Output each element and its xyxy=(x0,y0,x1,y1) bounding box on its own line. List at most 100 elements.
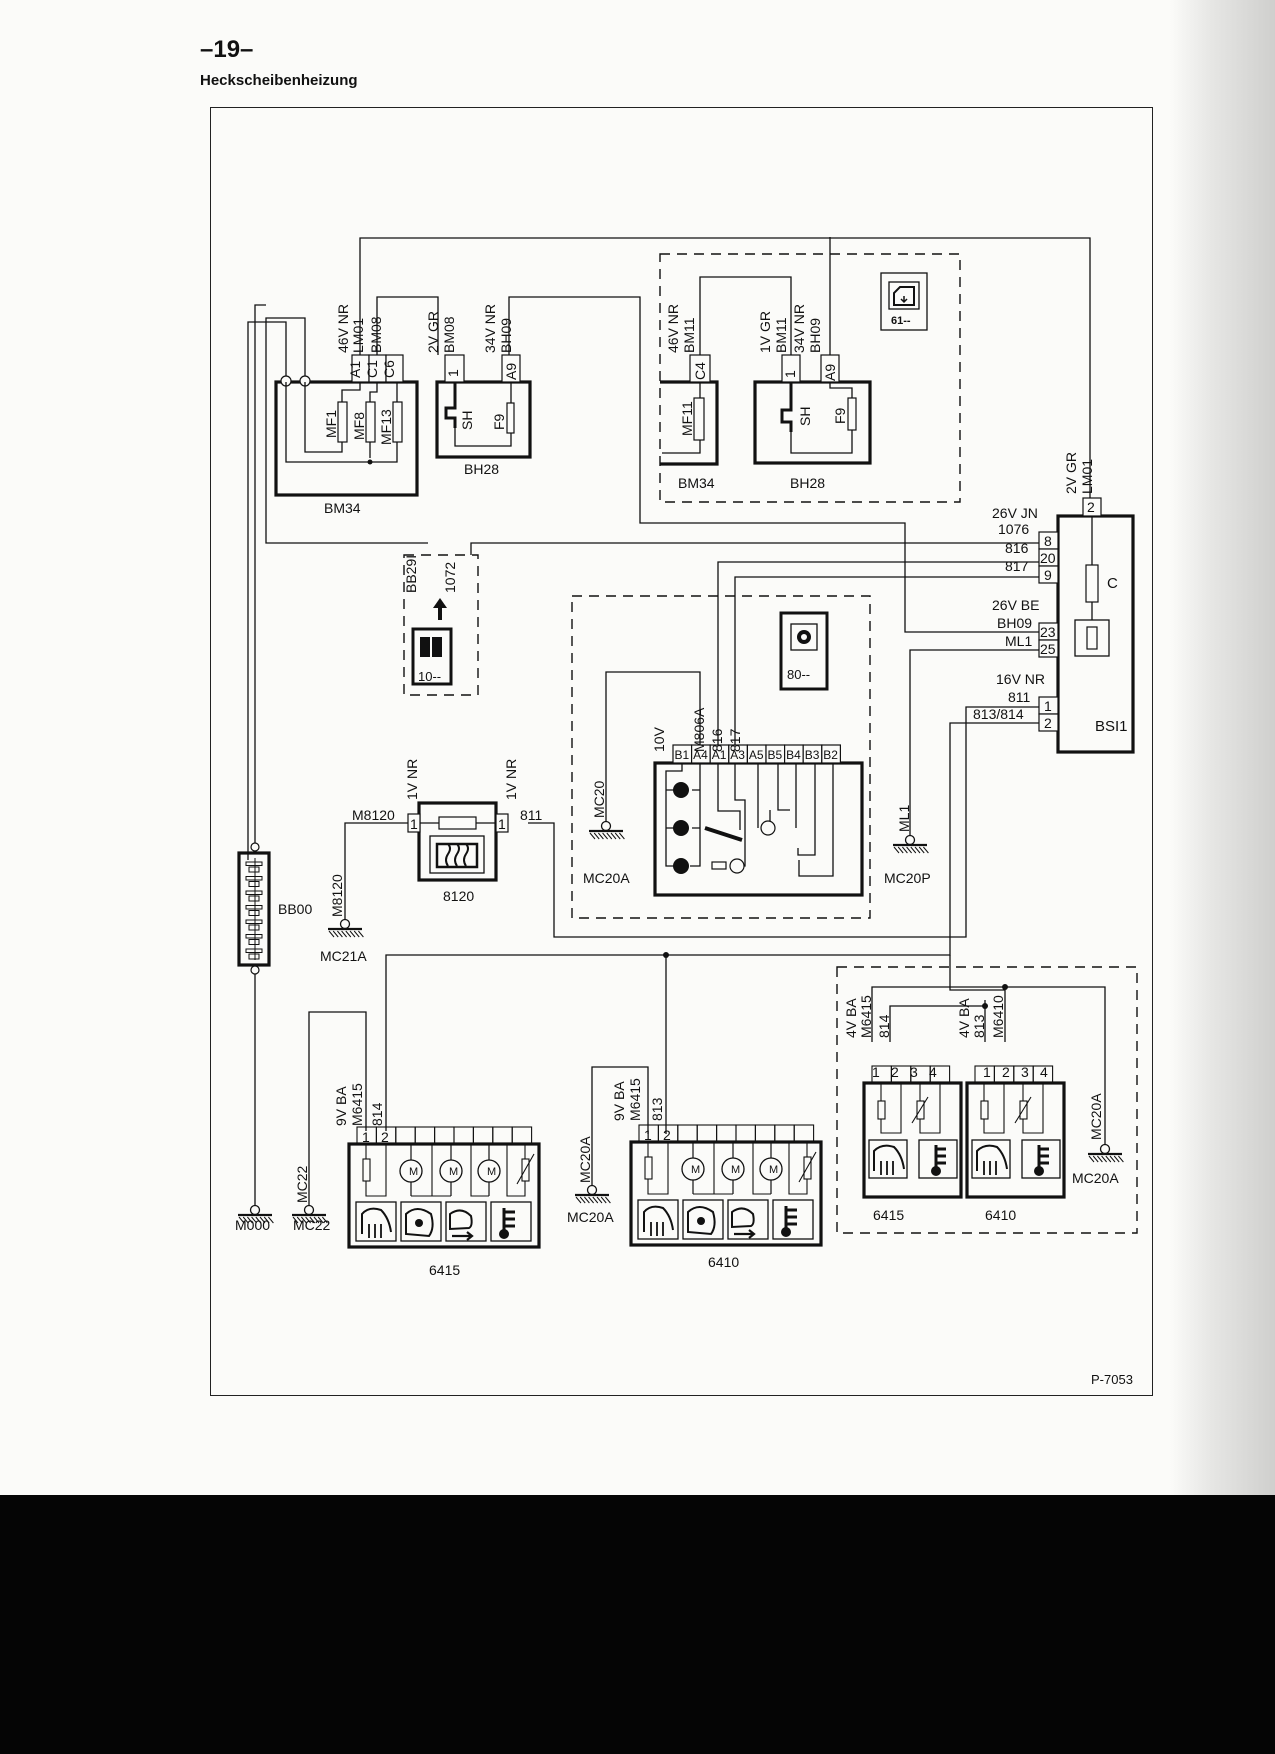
junction-dot xyxy=(663,952,669,958)
ref-box-61[interactable]: 61-- xyxy=(880,272,928,331)
connector-label: M6415 xyxy=(349,1083,365,1126)
resistor-icon xyxy=(362,1158,371,1182)
connector-label: 813 xyxy=(971,1014,987,1038)
mirror-heat-icon xyxy=(637,1199,679,1240)
led-icon xyxy=(729,858,745,874)
wire-label: 26V BE xyxy=(992,597,1039,613)
bsi1-module[interactable]: 2 2V GR LM01 C BSI1 26V JN 8 1076 20 816… xyxy=(973,452,1135,754)
bsi1-pin-row[interactable]: 2 813/814 xyxy=(973,706,1059,732)
pin-label: 1 xyxy=(872,1064,880,1080)
wire-label: 811 xyxy=(520,807,543,823)
fuse-icon xyxy=(1085,564,1099,603)
bsi1-pin-row[interactable]: 1 811 xyxy=(1008,689,1059,715)
mirror-6410[interactable]: 9V BA M6415 813 1 2 6410 M M M xyxy=(611,1078,823,1270)
pin-label: C4 xyxy=(692,362,708,380)
ground-label: MC20P xyxy=(884,870,931,886)
wire-label: 2V GR xyxy=(1063,452,1079,494)
window-lift-icon xyxy=(893,286,915,306)
mirror-small-6410[interactable]: 4V BA 813 M6410 1 2 3 4 6410 xyxy=(956,995,1066,1223)
wire-label: 34V NR xyxy=(791,304,807,353)
pin-label: 20 xyxy=(1040,550,1056,566)
wire-label: 816 xyxy=(709,728,725,752)
ground-label: M000 xyxy=(235,1217,270,1233)
ground-label: MC22 xyxy=(293,1217,331,1233)
lamp-icon xyxy=(673,782,689,798)
rear-window-heater-8120[interactable]: 1 1 1V NR 1V NR M8120 811 M8120 8120 xyxy=(329,759,543,917)
mirror-heat-icon xyxy=(355,1201,397,1242)
wire-813-814 xyxy=(385,722,1054,1131)
bm34-right-module[interactable]: C4 46V NR BM11 MF11 BM34 xyxy=(660,304,719,491)
ground-label: MC20A xyxy=(567,1209,614,1225)
connector-label: 4V BA xyxy=(956,998,972,1038)
fuse-icon xyxy=(693,397,705,441)
pin-label: 3 xyxy=(1021,1064,1029,1080)
bsi1-pin-row[interactable]: 9 817 xyxy=(1005,558,1059,584)
pin-label: 1 xyxy=(410,816,418,832)
bsi1-pin-row[interactable]: 20 816 xyxy=(1005,540,1059,567)
pin-label: 1 xyxy=(1044,698,1052,714)
wire-811 xyxy=(528,706,1054,938)
pin-label: 2 xyxy=(1087,499,1095,515)
wire-label: 817 xyxy=(727,728,743,752)
wire-m6415-small xyxy=(871,986,1106,1145)
wire-1072-1076 xyxy=(470,542,1054,555)
diagram-reference: P-7053 xyxy=(1091,1372,1133,1387)
mirror-adjust-icon xyxy=(682,1199,724,1240)
pin-label: 2 xyxy=(891,1064,899,1080)
mirror-heat-icon xyxy=(868,1139,908,1179)
motor-label: M xyxy=(449,1166,458,1178)
junction-dot xyxy=(1002,984,1008,990)
ref-label: 61-- xyxy=(891,315,911,327)
pin-label: 2 xyxy=(1044,715,1052,731)
switch-label: SH xyxy=(797,407,813,426)
bsi1-pin-row[interactable]: 8 1076 xyxy=(998,521,1059,550)
fuse-label: MF1 xyxy=(323,410,339,438)
pin-label: A9 xyxy=(822,364,838,381)
fuse-icon xyxy=(847,397,857,431)
connector-label: 4V BA xyxy=(843,998,859,1038)
mirror-6415[interactable]: 9V BA M6415 814 1 2 6415 M M M xyxy=(333,1083,541,1278)
mirror-small-6415[interactable]: 4V BA M6415 814 1 2 3 4 6415 xyxy=(843,995,963,1223)
component-name: 8120 xyxy=(443,888,474,904)
wire-bb29i xyxy=(265,317,428,544)
temperature-icon xyxy=(1021,1139,1061,1179)
bsi1-pin-row[interactable]: 25 ML1 xyxy=(1005,633,1059,658)
lamp-icon xyxy=(673,858,689,874)
wire-mc22 xyxy=(308,1011,367,1208)
ground-icon xyxy=(586,1184,598,1196)
wire-m8120 xyxy=(344,822,408,920)
wire-label: BH09 xyxy=(997,615,1032,631)
ref-box-80[interactable]: 80-- xyxy=(779,611,829,691)
fuse-label: F9 xyxy=(832,407,848,424)
battery-bb00[interactable]: BB00 xyxy=(237,842,312,975)
switch-icon xyxy=(780,382,793,432)
wire-label: 46V NR xyxy=(335,304,351,353)
bh28-right-module[interactable]: 1 A9 1V GR BM11 34V NR BH09 SH F9 BH28 xyxy=(753,304,872,491)
wire-label: BM08 xyxy=(441,316,457,353)
relay-icon xyxy=(1074,619,1110,657)
component-name: 6410 xyxy=(708,1254,739,1270)
page-title: Heckscheibenheizung xyxy=(200,72,358,89)
mirror-fold-icon xyxy=(727,1199,769,1240)
wire-label: 813 xyxy=(649,1097,665,1121)
connector-label: 1V NR xyxy=(404,759,420,800)
wire-label: MC20A xyxy=(577,1136,593,1183)
wire-label: 2V GR xyxy=(425,311,441,353)
resistor-icon xyxy=(877,1100,886,1120)
ref-box-10[interactable]: BB29I 1072 10-- xyxy=(403,555,458,686)
bh28-left-module[interactable]: 1 A9 2V GR BM08 34V NR BH09 SH F9 BH28 xyxy=(425,304,532,477)
wire-bm08 xyxy=(376,296,439,355)
pin-label: 2 xyxy=(663,1127,671,1143)
optional-group-61 xyxy=(659,253,961,503)
bsi1-pin-row[interactable]: 23 BH09 xyxy=(997,615,1059,641)
connector-label: M6415 xyxy=(858,995,874,1038)
bm34-left-module[interactable]: A1 C1 C6 46V NR LM01 BM08 MF1 MF8 MF13 B… xyxy=(274,304,419,516)
ground-label: MC21A xyxy=(320,948,367,964)
wire-label: 813/814 xyxy=(973,706,1024,722)
component-name: BM34 xyxy=(678,475,715,491)
wire-label: BH09 xyxy=(498,318,514,353)
fuse-label: MF13 xyxy=(378,409,394,445)
ground-label: MC20A xyxy=(583,870,630,886)
ground-icon xyxy=(1099,1143,1111,1155)
